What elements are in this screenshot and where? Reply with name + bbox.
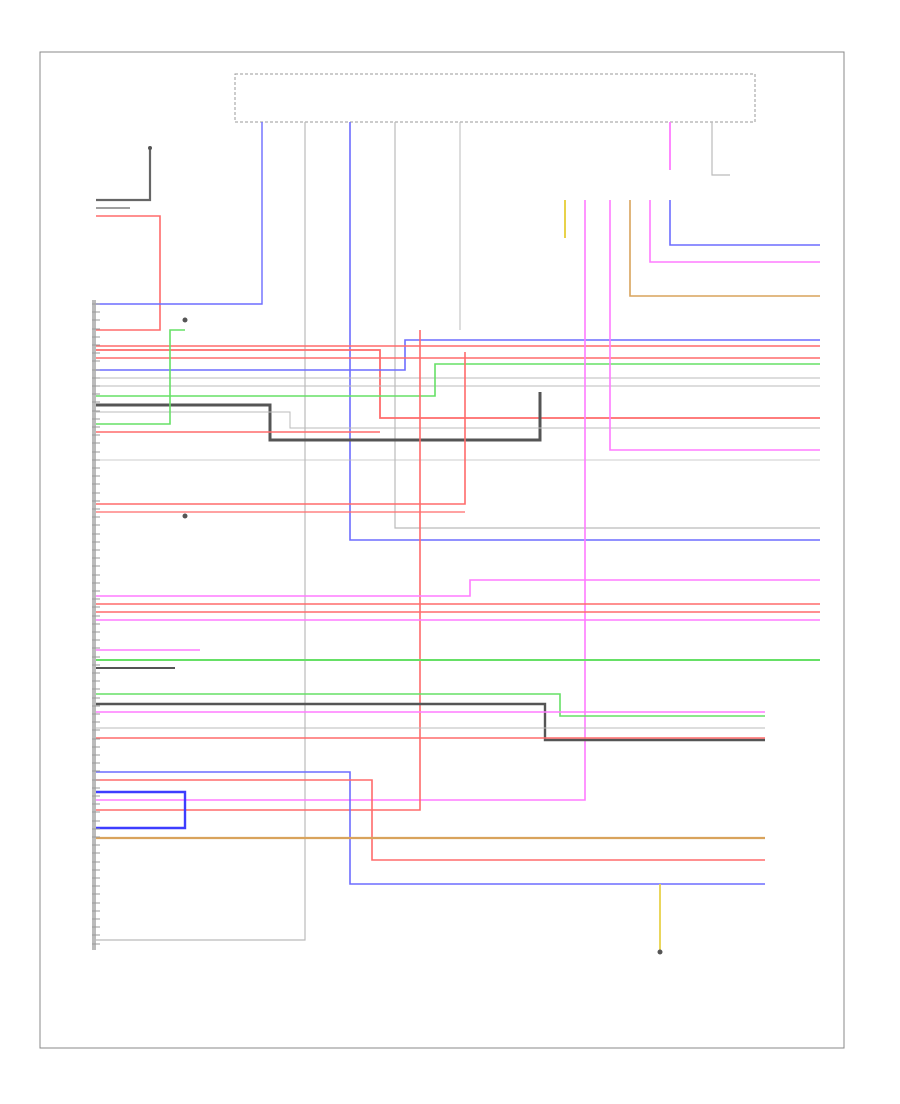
wire-blue-10 — [96, 339, 820, 371]
wire-green-13 — [96, 363, 820, 397]
wire-pink-23 — [609, 200, 820, 451]
wire-ground-1 — [96, 148, 152, 202]
wire-green-18 — [96, 329, 185, 425]
wire-pink-25 — [649, 200, 820, 263]
wire-red-31 — [96, 330, 421, 811]
wires — [96, 122, 820, 950]
wire-gray-29 — [711, 122, 730, 176]
wire-red-9 — [96, 349, 820, 419]
wire-gray-17 — [96, 411, 820, 429]
splice-marker — [182, 513, 188, 519]
wire-blue_dark-46 — [96, 790, 187, 830]
wire-blue-44 — [96, 771, 765, 885]
splice-marker — [148, 146, 152, 150]
control-module-left-edge — [92, 300, 96, 950]
wire-tan-26 — [629, 200, 820, 297]
wire-gray-7 — [394, 122, 820, 529]
wire-pink-27 — [96, 200, 586, 801]
wire-black-40 — [96, 702, 765, 742]
fuse-box — [234, 73, 756, 123]
wire-blue-4 — [96, 122, 263, 305]
splice-marker — [182, 317, 188, 323]
markers — [92, 146, 663, 955]
wire-red-45 — [96, 779, 765, 861]
wire-gray-5 — [96, 122, 306, 941]
wire-red-3 — [96, 215, 161, 331]
wire-red-21 — [96, 352, 466, 505]
wire-black-16 — [96, 392, 542, 442]
wire-green-39 — [96, 693, 765, 717]
wire-blue-6 — [349, 122, 820, 541]
wire-blue-24 — [669, 200, 820, 246]
wire-pink-32 — [96, 579, 820, 597]
splice-marker — [657, 949, 663, 955]
diagram-frame — [39, 51, 845, 1049]
